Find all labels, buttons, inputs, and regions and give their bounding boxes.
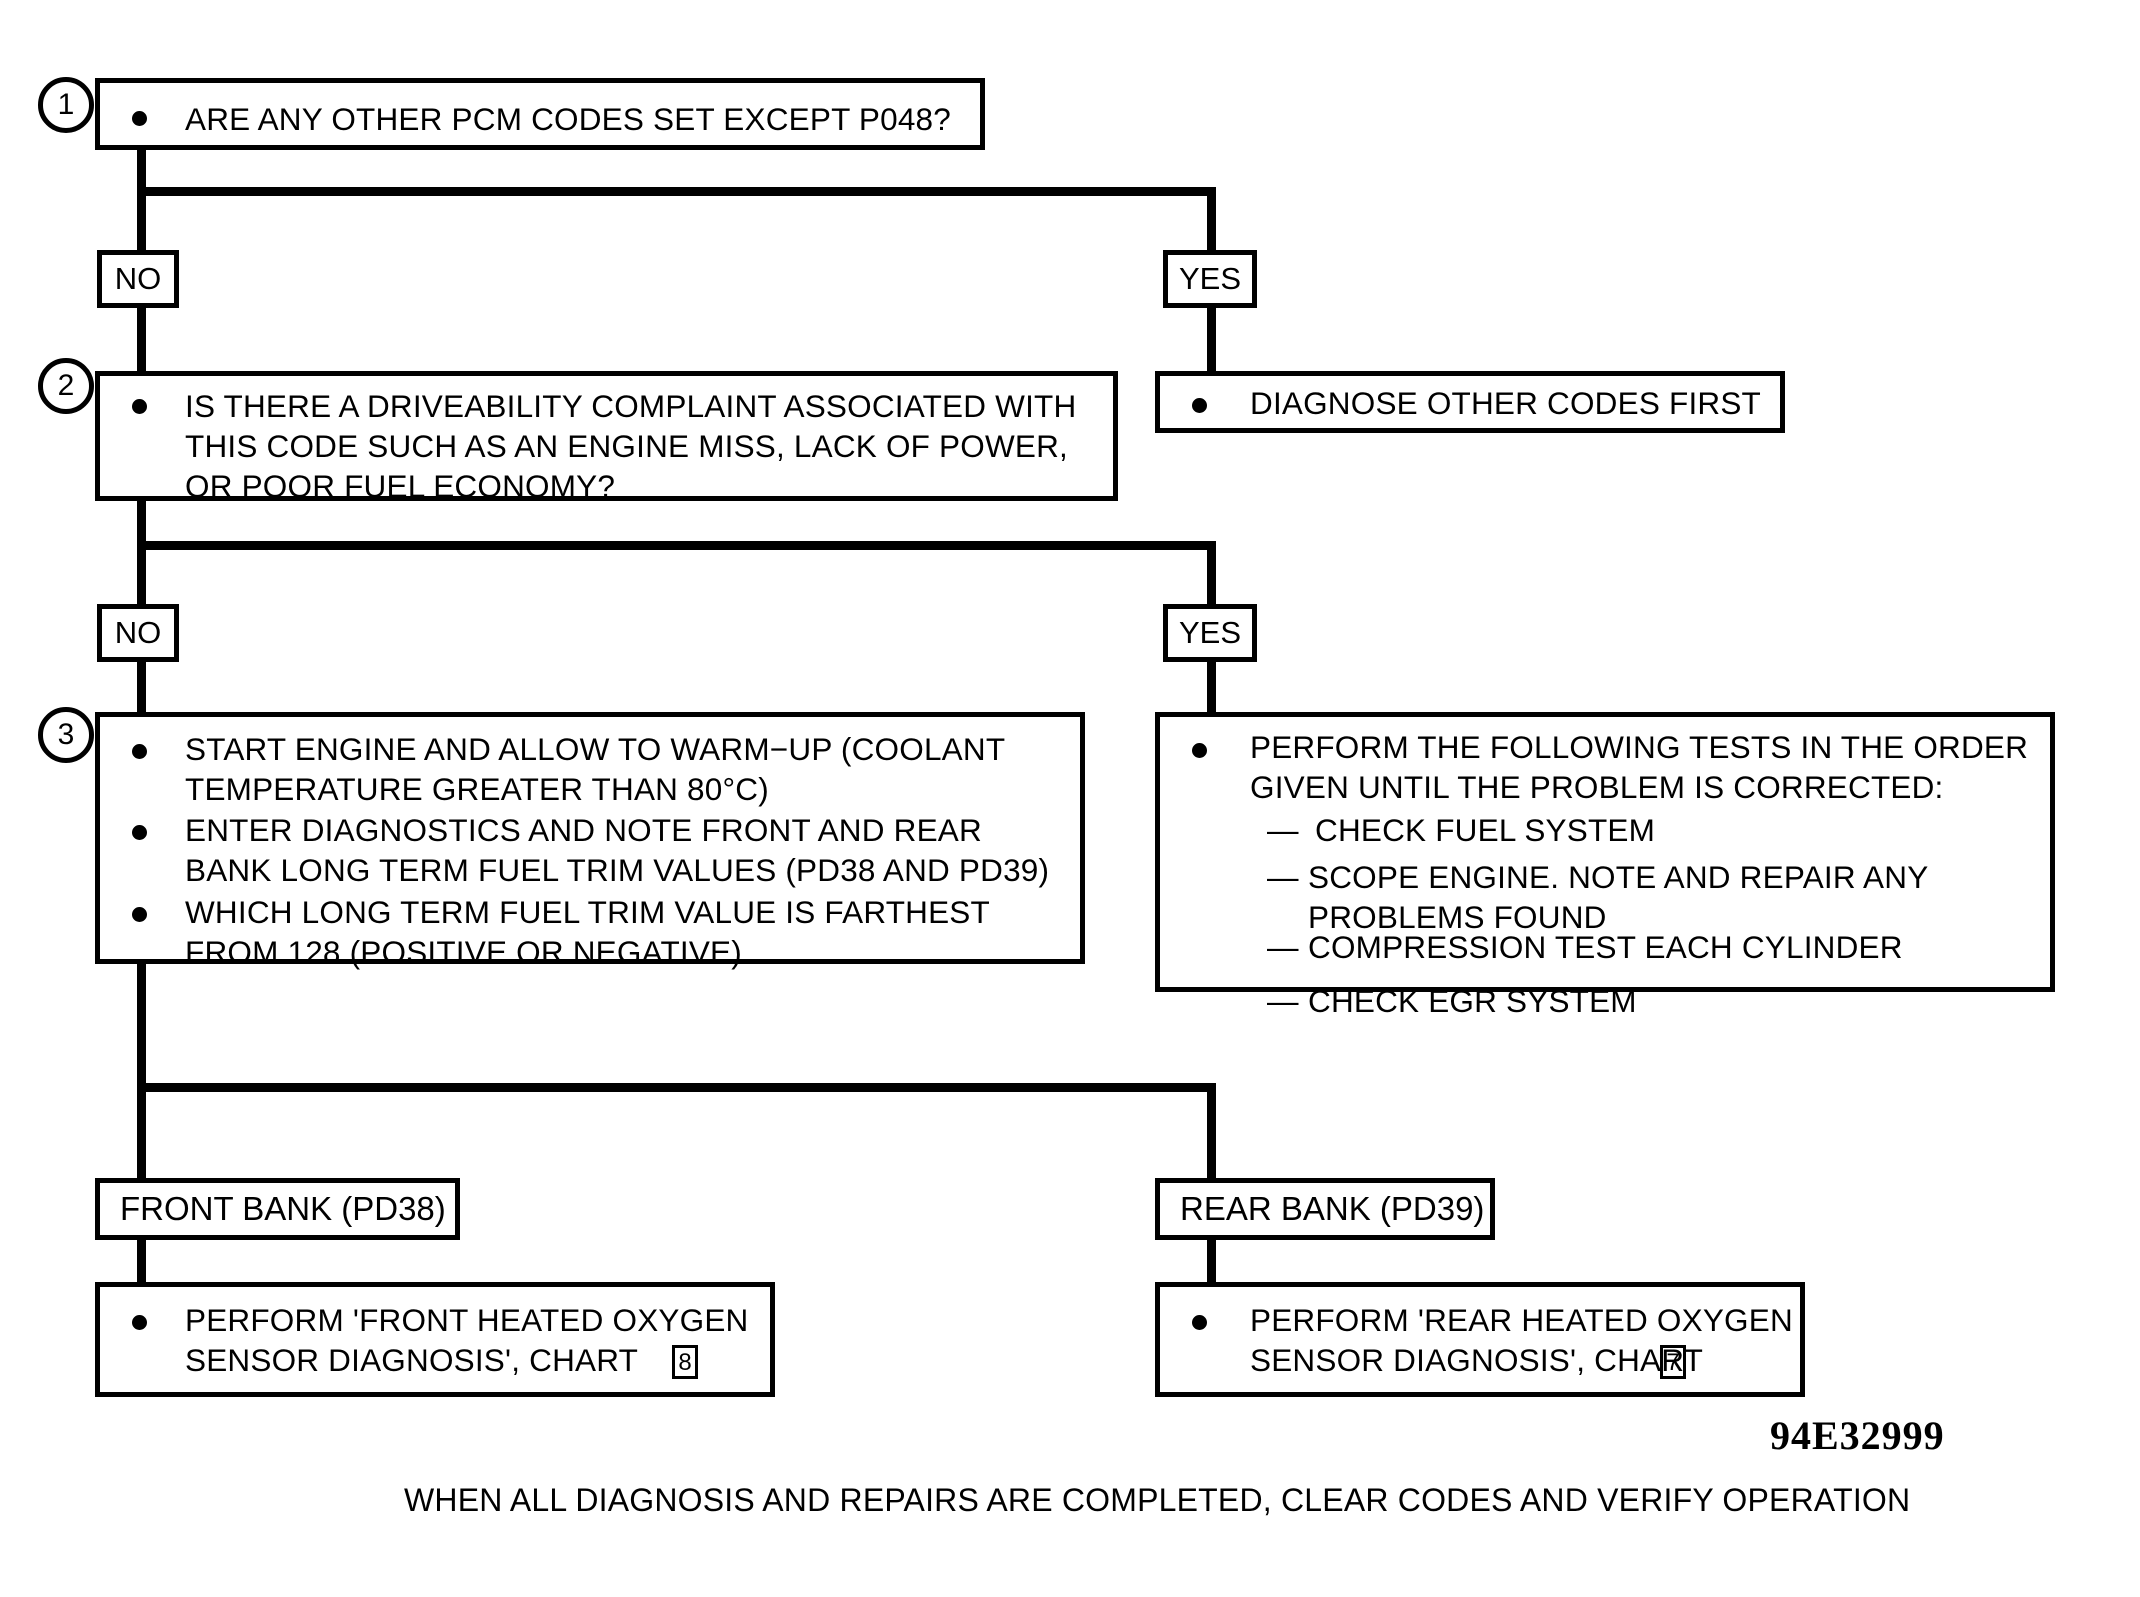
- rear-sensor-diagnosis-line1: PERFORM 'REAR HEATED OXYGEN: [1250, 1302, 1793, 1338]
- step1-text: ARE ANY OTHER PCM CODES SET EXCEPT P048?: [185, 101, 951, 137]
- branch-no-1[interactable]: NO: [97, 250, 179, 308]
- connector-step1-yes-drop: [1207, 187, 1216, 252]
- connector-step1-no-drop: [137, 187, 146, 252]
- connector-step2-yes-drop: [1207, 541, 1216, 606]
- connector-yes1-to-diagnose: [1207, 305, 1216, 375]
- connector-yes2-to-tests: [1207, 659, 1216, 715]
- front-chart-reference[interactable]: 8: [672, 1345, 698, 1379]
- bullet-icon: [1192, 1315, 1207, 1330]
- perform-tests-heading: PERFORM THE FOLLOWING TESTS IN THE ORDER…: [1250, 729, 2029, 805]
- step3-bullet-2: ENTER DIAGNOSTICS AND NOTE FRONT AND REA…: [185, 812, 1050, 888]
- step-number-1: 1: [38, 77, 94, 133]
- connector-front-bank-to-action: [137, 1240, 146, 1282]
- branch-no-2[interactable]: NO: [97, 604, 179, 662]
- perform-tests-box[interactable]: PERFORM THE FOLLOWING TESTS IN THE ORDER…: [1155, 712, 2055, 1019]
- branch-yes-2[interactable]: YES: [1163, 604, 1257, 662]
- connector-front-bank-drop: [137, 1083, 146, 1178]
- step-number-2: 2: [38, 358, 94, 414]
- dash-icon: —: [1267, 929, 1299, 965]
- rear-sensor-diagnosis-line2: SENSOR DIAGNOSIS', CHART: [1250, 1342, 1704, 1378]
- figure-reference-number: 94E32999: [1770, 1413, 1945, 1458]
- branch-yes-1[interactable]: YES: [1163, 250, 1257, 308]
- connector-step1-split: [137, 187, 1216, 196]
- bullet-icon: [132, 399, 147, 414]
- step-number-3: 3: [38, 707, 94, 763]
- step3-bullet-3: WHICH LONG TERM FUEL TRIM VALUE IS FARTH…: [185, 894, 990, 970]
- dash-icon: —: [1267, 812, 1299, 848]
- bullet-icon: [1192, 398, 1207, 413]
- diagnose-other-codes-box[interactable]: DIAGNOSE OTHER CODES FIRST: [1155, 371, 1785, 433]
- footer-note: WHEN ALL DIAGNOSIS AND REPAIRS ARE COMPL…: [404, 1482, 1911, 1518]
- connector-step2-no-drop: [137, 541, 146, 606]
- perform-tests-item-2: SCOPE ENGINE. NOTE AND REPAIR ANY PROBLE…: [1308, 859, 1929, 935]
- connector-step2-split: [137, 541, 1216, 550]
- bullet-icon: [132, 907, 147, 922]
- front-sensor-diagnosis-line1: PERFORM 'FRONT HEATED OXYGEN: [185, 1302, 749, 1338]
- bullet-icon: [132, 744, 147, 759]
- connector-no1-to-step2: [137, 305, 146, 375]
- connector-no2-to-step3: [137, 659, 146, 715]
- front-sensor-diagnosis-box[interactable]: PERFORM 'FRONT HEATED OXYGEN SENSOR DIAG…: [95, 1282, 775, 1397]
- bullet-icon: [1192, 743, 1207, 758]
- connector-rear-bank-drop: [1207, 1083, 1216, 1178]
- front-sensor-diagnosis-line2: SENSOR DIAGNOSIS', CHART: [185, 1342, 639, 1378]
- bullet-icon: [132, 825, 147, 840]
- rear-chart-reference[interactable]: 7: [1660, 1345, 1686, 1379]
- perform-tests-item-1: CHECK FUEL SYSTEM: [1315, 812, 1656, 848]
- bullet-icon: [132, 111, 147, 126]
- step2-box[interactable]: IS THERE A DRIVEABILITY COMPLAINT ASSOCI…: [95, 371, 1118, 504]
- step3-box[interactable]: START ENGINE AND ALLOW TO WARM−UP (COOLA…: [95, 712, 1085, 970]
- connector-bank-split: [137, 1083, 1216, 1092]
- rear-bank-box[interactable]: REAR BANK (PD39): [1155, 1178, 1495, 1240]
- dash-icon: —: [1267, 983, 1299, 1019]
- diagnose-other-codes-text: DIAGNOSE OTHER CODES FIRST: [1250, 385, 1761, 421]
- dash-icon: —: [1267, 859, 1299, 895]
- step1-box[interactable]: ARE ANY OTHER PCM CODES SET EXCEPT P048?: [95, 78, 985, 150]
- front-bank-box[interactable]: FRONT BANK (PD38): [95, 1178, 460, 1240]
- connector-step3-down: [137, 963, 146, 1088]
- rear-sensor-diagnosis-box[interactable]: PERFORM 'REAR HEATED OXYGEN SENSOR DIAGN…: [1155, 1282, 1805, 1397]
- perform-tests-item-4: CHECK EGR SYSTEM: [1308, 983, 1637, 1019]
- connector-step1-down: [137, 148, 146, 192]
- perform-tests-item-3: COMPRESSION TEST EACH CYLINDER: [1308, 929, 1903, 965]
- step2-text: IS THERE A DRIVEABILITY COMPLAINT ASSOCI…: [185, 388, 1077, 504]
- bullet-icon: [132, 1315, 147, 1330]
- connector-rear-bank-to-action: [1207, 1240, 1216, 1282]
- connector-step2-down: [137, 500, 146, 546]
- step3-bullet-1: START ENGINE AND ALLOW TO WARM−UP (COOLA…: [185, 731, 1006, 807]
